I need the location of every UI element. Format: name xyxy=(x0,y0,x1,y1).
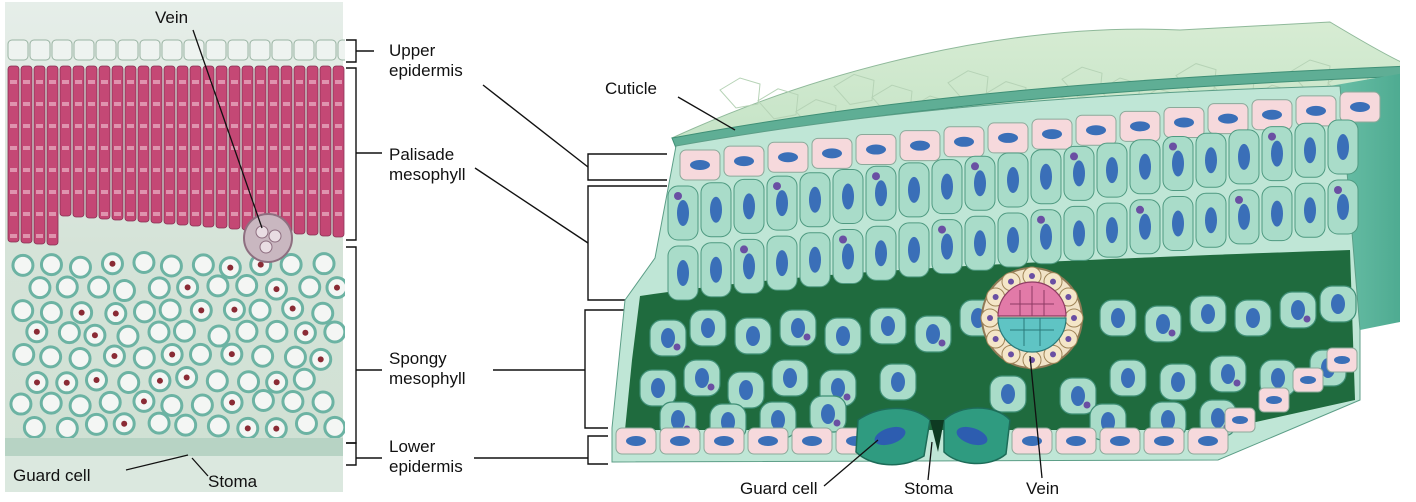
vascular-bundle xyxy=(981,267,1083,369)
upper-epidermis-bracket-left xyxy=(346,40,356,62)
spongy-bracket-left xyxy=(346,247,356,443)
lower-epidermis-bracket-left xyxy=(346,443,356,465)
micrograph-guard-cell-label: Guard cell xyxy=(13,466,90,486)
illustration-guard-cell-label: Guard cell xyxy=(740,479,817,499)
lower-epidermis-label: Lower epidermis xyxy=(389,437,463,477)
spongy-mesophyll-label: Spongy mesophyll xyxy=(389,349,466,389)
micrograph-stoma-label: Stoma xyxy=(208,472,257,492)
cuticle-label: Cuticle xyxy=(605,79,657,99)
micrograph-vein xyxy=(244,214,292,262)
illustration-vein-label: Vein xyxy=(1026,479,1059,499)
palisade-bracket-left xyxy=(346,68,356,240)
leaf-micrograph xyxy=(0,0,345,500)
upper-epidermis-label: Upper epidermis xyxy=(389,41,463,81)
palisade-mesophyll-label: Palisade mesophyll xyxy=(389,145,466,185)
micrograph-upper-epidermis xyxy=(8,40,345,60)
micrograph-vein-label: Vein xyxy=(155,8,188,28)
illustration-stoma-label: Stoma xyxy=(904,479,953,499)
leaf-illustration xyxy=(600,0,1400,502)
